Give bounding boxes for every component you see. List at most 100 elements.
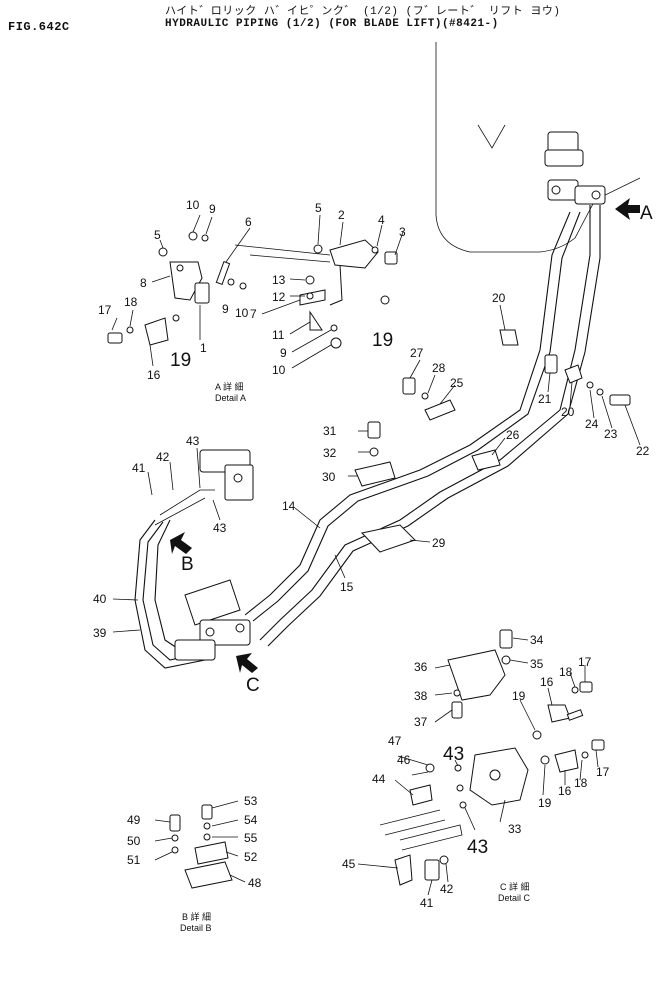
- label-17: 17: [98, 303, 112, 317]
- detail-a-caption-jp: A 詳 細: [215, 381, 244, 392]
- title-english: HYDRAULIC PIPING (1/2) (FOR BLADE LIFT)(…: [165, 18, 499, 30]
- label-9: 9: [209, 202, 216, 216]
- label-55: 55: [244, 831, 258, 845]
- label-6: 6: [245, 215, 252, 229]
- label-1: 1: [200, 341, 207, 355]
- label-32: 32: [323, 446, 337, 460]
- label-25: 25: [450, 376, 464, 390]
- label-36: 36: [414, 660, 428, 674]
- label-11: 11: [272, 328, 285, 342]
- detail-b-caption-en: Detail B: [180, 923, 212, 933]
- label-40: 40: [93, 592, 107, 606]
- label-16b: 16: [540, 675, 554, 689]
- detail-b-caption-jp: B 詳 細: [182, 911, 211, 922]
- label-27: 27: [410, 346, 424, 360]
- label-18: 18: [124, 295, 138, 309]
- label-3: 3: [399, 225, 406, 239]
- label-43b: 43: [213, 521, 227, 535]
- top-fitting-assembly: [544, 131, 606, 205]
- label-35: 35: [530, 657, 544, 671]
- label-31: 31: [323, 424, 337, 438]
- detail-a-caption-en: Detail A: [215, 393, 246, 403]
- label-41b: 41: [420, 896, 434, 910]
- clamp-parts: [354, 329, 631, 553]
- label-42: 42: [156, 450, 170, 464]
- label-38: 38: [414, 689, 428, 703]
- detail-c-parts: [379, 629, 605, 886]
- label-18b: 18: [559, 665, 573, 679]
- label-41: 41: [132, 461, 146, 475]
- label-19b: 19: [372, 330, 393, 351]
- label-5b: 5: [315, 201, 322, 215]
- label-16c: 16: [558, 784, 572, 798]
- label-29: 29: [432, 536, 446, 550]
- label-10b: 10: [235, 306, 249, 320]
- svg-text:C: C: [246, 675, 260, 696]
- label-24: 24: [585, 417, 599, 431]
- label-48: 48: [248, 876, 262, 890]
- label-19: 19: [170, 350, 191, 371]
- detail-a-parts: [107, 231, 398, 349]
- label-18c: 18: [574, 776, 588, 790]
- label-2: 2: [338, 208, 345, 222]
- label-45: 45: [342, 857, 356, 871]
- label-17c: 17: [596, 765, 610, 779]
- label-52: 52: [244, 850, 258, 864]
- label-23: 23: [604, 427, 618, 441]
- label-20b: 20: [561, 405, 575, 419]
- label-43d: 43: [467, 837, 488, 858]
- label-4: 4: [378, 213, 385, 227]
- title-japanese: ハイト゛ロリック ハ゛イヒ゜ンク゛ (1/2) (フ゛レート゛ リフト ヨウ): [165, 6, 561, 18]
- detail-c-caption-en: Detail C: [498, 893, 531, 903]
- label-22: 22: [636, 444, 650, 458]
- label-14: 14: [282, 499, 296, 513]
- label-50: 50: [127, 834, 141, 848]
- label-44: 44: [372, 772, 386, 786]
- label-5: 5: [154, 228, 161, 242]
- label-13: 13: [272, 273, 286, 287]
- label-47: 47: [388, 734, 402, 748]
- label-16: 16: [147, 368, 161, 382]
- tank-bracket: [477, 124, 506, 149]
- label-49: 49: [127, 813, 141, 827]
- label-34: 34: [530, 633, 544, 647]
- label-28: 28: [432, 361, 446, 375]
- label-42b: 42: [440, 882, 454, 896]
- hydraulic-pipes: [244, 205, 601, 647]
- svg-text:A: A: [640, 203, 653, 224]
- label-8: 8: [140, 276, 147, 290]
- label-51: 51: [127, 853, 141, 867]
- upper-valve: [154, 449, 254, 526]
- label-33: 33: [508, 822, 522, 836]
- label-21: 21: [538, 392, 552, 406]
- detail-c-caption-jp: C 詳 細: [500, 881, 530, 892]
- label-10c: 10: [272, 363, 286, 377]
- label-7: 7: [250, 307, 257, 321]
- label-39: 39: [93, 626, 107, 640]
- label-9b: 9: [222, 302, 229, 316]
- label-43c: 43: [443, 744, 464, 765]
- label-54: 54: [244, 813, 258, 827]
- label-17b: 17: [578, 655, 592, 669]
- label-9c: 9: [280, 346, 287, 360]
- label-53: 53: [244, 794, 258, 808]
- arrow-b: B: [170, 532, 194, 575]
- arrow-c: C: [236, 653, 260, 696]
- label-26: 26: [506, 428, 520, 442]
- label-10: 10: [186, 198, 200, 212]
- valve-assembly: [174, 579, 251, 661]
- figure-number: FIG.642C: [8, 20, 70, 34]
- label-19d: 19: [538, 796, 552, 810]
- svg-text:B: B: [181, 554, 194, 575]
- label-15: 15: [340, 580, 354, 594]
- detail-b-parts: [169, 804, 233, 889]
- part-labels: 10 9 5 6 8 9 10 1 17 18 19 16 5 2 4 3 13…: [93, 198, 650, 910]
- label-37: 37: [414, 715, 428, 729]
- label-43: 43: [186, 434, 200, 448]
- label-30: 30: [322, 470, 336, 484]
- tank-outline: [435, 42, 641, 253]
- label-46: 46: [397, 753, 411, 767]
- label-12: 12: [272, 290, 286, 304]
- label-20: 20: [492, 291, 506, 305]
